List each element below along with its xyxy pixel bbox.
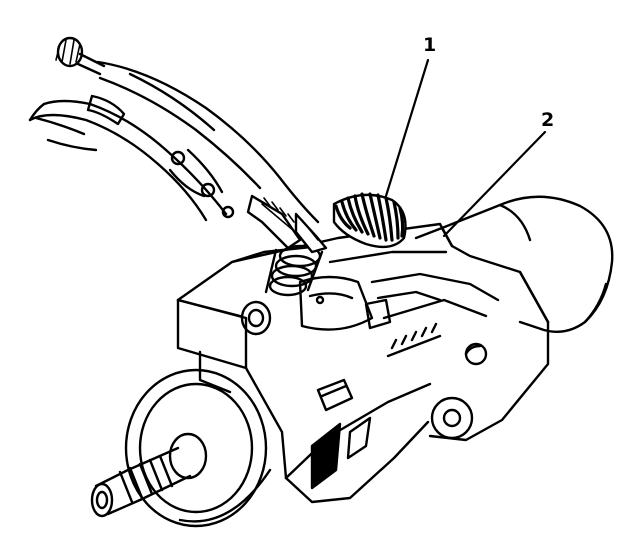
locking-pliers [28,36,328,254]
leader-line-1 [384,58,430,198]
coil-spring [332,192,407,249]
column-tube [440,195,614,333]
callout-number-2: 2 [541,109,555,131]
callout-number-1: 1 [423,34,437,56]
leader-line-2 [442,130,547,238]
shaft-flange [90,368,272,528]
column-housing [176,222,550,504]
jaw-spring [264,244,324,297]
